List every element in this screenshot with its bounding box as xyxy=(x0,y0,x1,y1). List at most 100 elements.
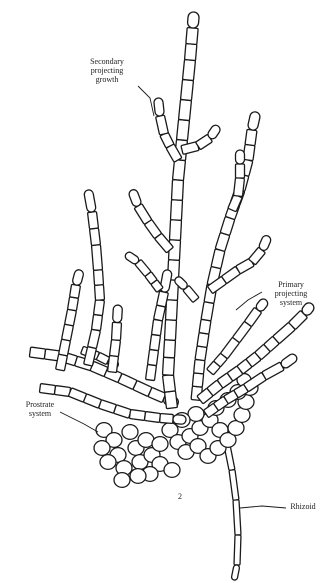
prostrate-cell xyxy=(164,463,180,478)
cell xyxy=(129,410,145,421)
label-line: system xyxy=(262,298,320,307)
prostrate-cell xyxy=(114,473,130,488)
figure-mark: 2 xyxy=(176,492,184,501)
cell xyxy=(154,98,165,117)
cell xyxy=(186,28,198,45)
prostrate-cell xyxy=(130,469,146,484)
cell xyxy=(179,99,192,120)
cell xyxy=(247,111,261,131)
cell xyxy=(92,314,103,330)
cell xyxy=(192,373,203,387)
cell xyxy=(156,115,169,135)
cell xyxy=(68,297,79,311)
secondary-projecting-growth-label: Secondary projecting growth xyxy=(74,57,140,84)
secondary-branch-c xyxy=(128,188,174,253)
rhizoid-filament xyxy=(223,439,241,580)
label-line: growth xyxy=(74,75,140,84)
cell xyxy=(173,159,186,180)
cell xyxy=(199,319,211,334)
left-branch-2 xyxy=(84,189,105,366)
label-line: system xyxy=(12,409,68,418)
cell xyxy=(160,414,174,424)
primary-projecting-system-label: Primary projecting system xyxy=(262,280,320,307)
cell xyxy=(90,228,101,246)
cell xyxy=(245,129,257,145)
cell xyxy=(170,220,182,241)
left-branch-3 xyxy=(108,305,123,373)
prostrate-cell xyxy=(100,455,116,470)
label-line: Primary xyxy=(262,280,320,289)
cell xyxy=(165,391,178,409)
cell xyxy=(171,200,183,221)
cell xyxy=(92,245,103,271)
cell xyxy=(183,59,196,80)
cell xyxy=(148,349,159,365)
cell xyxy=(279,352,298,369)
cell xyxy=(72,269,85,286)
prostrate-cell xyxy=(122,425,138,440)
cell xyxy=(110,339,121,356)
cell xyxy=(173,415,187,425)
cell xyxy=(94,299,105,315)
cell xyxy=(166,300,178,321)
cell xyxy=(70,284,81,298)
cell xyxy=(112,322,122,340)
cell xyxy=(163,374,176,392)
cell xyxy=(185,44,197,61)
secondary-pointer-line xyxy=(138,86,154,116)
main-axis xyxy=(163,12,200,409)
mid-branch-2 xyxy=(124,251,163,293)
cell xyxy=(234,535,241,565)
rhizoid-label: Rhizoid xyxy=(286,502,320,511)
cell xyxy=(172,180,184,201)
prostrate-cell xyxy=(152,437,168,452)
cell xyxy=(95,285,105,301)
label-line: Prostrate xyxy=(12,400,68,409)
rhizoid-pointer-line xyxy=(240,506,286,508)
label-line: projecting xyxy=(74,66,140,75)
cell xyxy=(39,384,55,395)
label-line: Secondary xyxy=(74,57,140,66)
cell xyxy=(195,346,207,361)
cell xyxy=(152,319,163,335)
cell xyxy=(88,329,101,349)
cell xyxy=(144,412,160,423)
cell xyxy=(163,357,175,375)
cell xyxy=(194,360,205,374)
cell xyxy=(181,79,194,100)
cell xyxy=(197,333,209,348)
cell xyxy=(258,234,272,252)
cell xyxy=(88,212,99,230)
cell xyxy=(187,12,199,29)
cell xyxy=(128,188,142,207)
cell xyxy=(94,270,104,286)
cell xyxy=(124,251,140,266)
cell xyxy=(108,355,119,372)
right-side-branch xyxy=(228,150,245,212)
cell xyxy=(233,500,241,535)
cell xyxy=(201,302,214,321)
label-line: projecting xyxy=(262,289,320,298)
cell xyxy=(113,305,123,323)
cell xyxy=(211,249,225,269)
prostrate-system-label: Prostrate system xyxy=(12,400,68,418)
cell xyxy=(146,364,157,380)
prostrate-cell xyxy=(94,441,110,456)
cell xyxy=(65,309,77,326)
cell xyxy=(62,324,74,341)
cell xyxy=(154,305,166,321)
cell xyxy=(231,564,240,580)
cell xyxy=(54,386,70,397)
cell xyxy=(29,347,45,359)
cell xyxy=(236,150,245,164)
cell xyxy=(229,470,239,501)
cell xyxy=(165,320,177,341)
cell xyxy=(236,164,245,178)
cell xyxy=(234,178,245,197)
cell xyxy=(164,340,176,358)
cell xyxy=(150,334,161,350)
cell xyxy=(177,119,190,140)
cell xyxy=(84,189,97,213)
cell xyxy=(114,405,132,419)
